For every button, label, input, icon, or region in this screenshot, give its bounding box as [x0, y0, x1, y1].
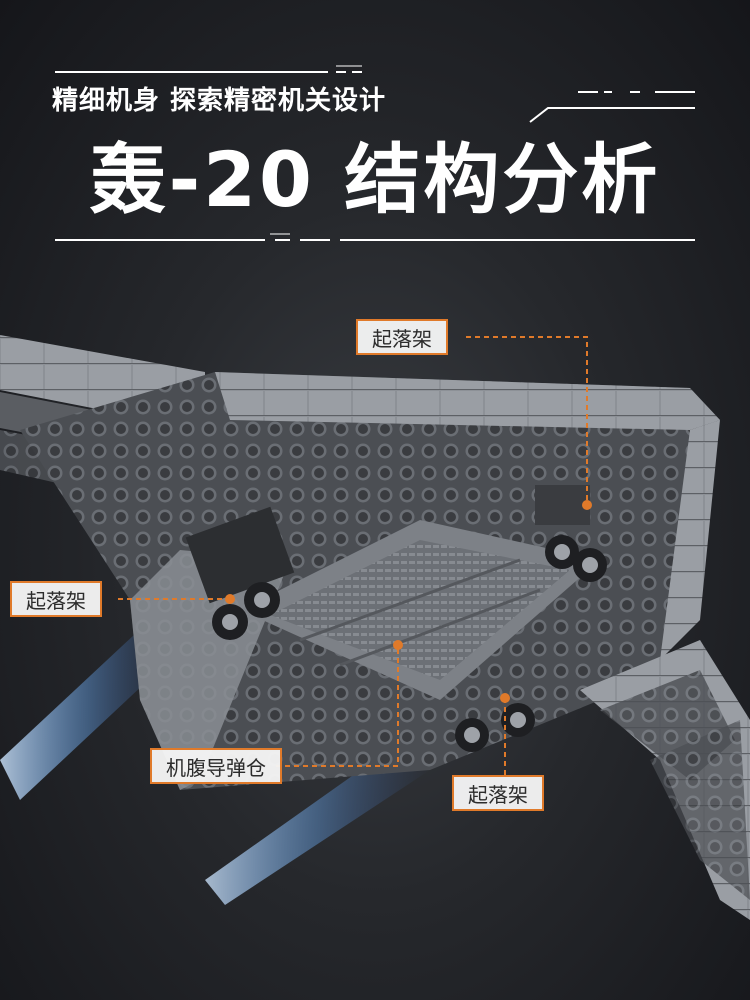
landing-gear-left-wheels	[212, 582, 280, 640]
callout-landing-gear-left: 起落架	[10, 581, 102, 617]
page-title: 轰-20 结构分析	[89, 135, 661, 224]
callout-landing-gear-bottom: 起落架	[452, 775, 544, 811]
landing-gear-top-wheels	[535, 485, 607, 582]
subtitle: 精细机身 探索精密机关设计	[52, 86, 387, 116]
header-decor-lines	[55, 65, 695, 241]
callout-leader-lines	[118, 336, 588, 775]
callout-bomb-bay: 机腹导弹仓	[150, 748, 282, 784]
landing-gear-bottom-wheels	[455, 703, 535, 752]
callout-landing-gear-top: 起落架	[356, 319, 448, 355]
engine-glow	[0, 620, 430, 905]
callout-anchor-dots	[225, 500, 592, 703]
